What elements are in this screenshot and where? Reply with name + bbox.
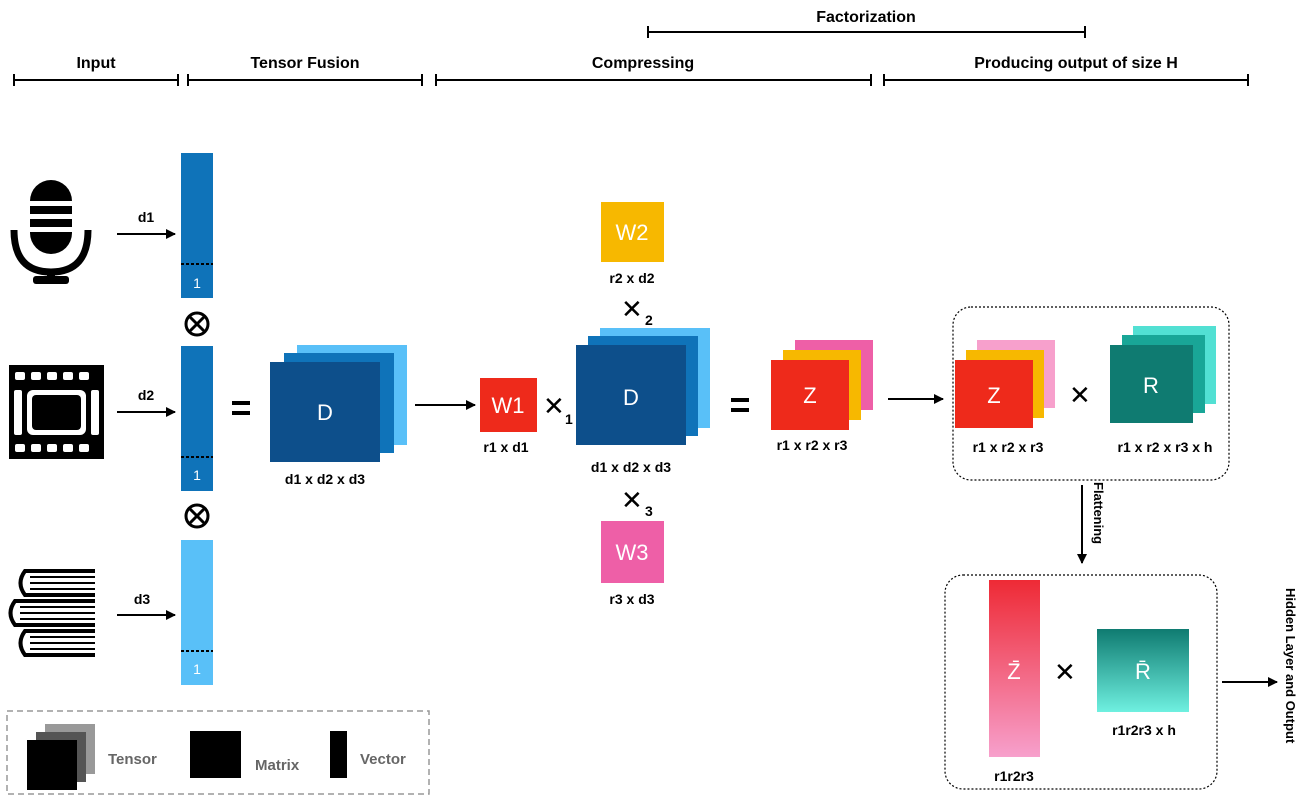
audio-dim-label: d1 xyxy=(138,209,155,225)
mode-1-subscript: 1 xyxy=(565,411,573,427)
legend-tensor-label: Tensor xyxy=(108,751,157,768)
factorization-bracket xyxy=(647,26,1086,38)
w2-label: W2 xyxy=(616,220,649,245)
compressing-header: Compressing xyxy=(592,55,694,72)
w1-dims: r1 x d1 xyxy=(483,439,528,455)
r-tensor-label: R xyxy=(1143,373,1159,398)
tensor-fusion-header: Tensor Fusion xyxy=(250,55,359,72)
output-z-dims: r1 x r2 x r3 xyxy=(973,439,1044,455)
legend-matrix-label: Matrix xyxy=(255,757,300,774)
tensor-product-symbol xyxy=(184,311,210,337)
text-dim-label: d3 xyxy=(134,591,151,607)
output-z-tensor: Z xyxy=(955,340,1055,428)
fused-tensor-label: D xyxy=(317,400,333,425)
w3-label: W3 xyxy=(616,540,649,565)
compress-tensor-label: D xyxy=(623,385,639,410)
section-headers: Factorization Input Tensor Fusion Compre… xyxy=(13,9,1249,86)
text-vector-one: 1 xyxy=(193,661,201,677)
legend-box xyxy=(6,710,430,795)
svg-text:✕: ✕ xyxy=(621,485,643,515)
audio-vector-one: 1 xyxy=(193,275,201,291)
factorization-header: Factorization xyxy=(816,9,916,26)
w3-dims: r3 x d3 xyxy=(609,591,654,607)
mode-3-subscript: 3 xyxy=(645,503,653,519)
multiply-sign: ✕ xyxy=(1069,380,1091,410)
text-vector: 1 xyxy=(181,540,213,685)
z-tensor-dims: r1 x r2 x r3 xyxy=(777,437,848,453)
mode-2-product: ✕ 2 xyxy=(621,294,653,328)
legend-tensor-icon xyxy=(27,724,95,790)
equals-sign xyxy=(232,401,250,415)
mode-2-subscript: 2 xyxy=(645,312,653,328)
r-bar-dims: r1r2r3 x h xyxy=(1112,722,1176,738)
w1-matrix: W1 xyxy=(480,378,537,432)
fused-tensor-d: D xyxy=(270,345,407,462)
flattening-label: Flattening xyxy=(1091,482,1106,544)
mode-3-product: ✕ 3 xyxy=(621,485,653,519)
header-brackets xyxy=(13,74,1249,86)
z-bar-dims: r1r2r3 xyxy=(994,768,1034,784)
tensor-product-symbol xyxy=(184,503,210,529)
video-dim-label: d2 xyxy=(138,387,155,403)
r-bar-matrix: R̄ xyxy=(1097,629,1189,712)
r-tensor: R xyxy=(1110,326,1216,423)
z-bar-label: Z̄ xyxy=(1007,659,1020,684)
svg-text:✕: ✕ xyxy=(621,294,643,324)
flattened-output-box xyxy=(944,574,1218,790)
z-bar-matrix: Z̄ xyxy=(989,580,1040,757)
w1-label: W1 xyxy=(492,393,525,418)
equals-sign xyxy=(731,398,749,412)
r-tensor-dims: r1 x r2 x r3 x h xyxy=(1118,439,1213,455)
books-icon xyxy=(8,569,95,657)
w2-dims: r2 x d2 xyxy=(609,270,654,286)
compress-tensor-d: D xyxy=(576,328,710,445)
w3-matrix: W3 xyxy=(601,521,664,583)
z-tensor: Z xyxy=(771,340,873,430)
compress-tensor-dims: d1 x d2 x d3 xyxy=(591,459,671,475)
film-strip-icon xyxy=(9,365,104,459)
video-vector: 1 xyxy=(181,346,213,491)
video-vector-one: 1 xyxy=(193,467,201,483)
output-z-label: Z xyxy=(987,383,1000,408)
r-bar-label: R̄ xyxy=(1135,659,1151,684)
fused-tensor-dims: d1 x d2 x d3 xyxy=(285,471,365,487)
mode-1-product: ✕ 1 xyxy=(543,391,573,427)
legend-vector-icon xyxy=(330,731,347,778)
w2-matrix: W2 xyxy=(601,202,664,262)
hidden-layer-output-label: Hidden Layer and Output xyxy=(1283,588,1298,744)
legend-matrix-icon xyxy=(190,731,241,778)
legend-vector-label: Vector xyxy=(360,751,406,768)
z-tensor-label: Z xyxy=(803,383,816,408)
multiply-sign: ✕ xyxy=(1054,657,1076,687)
microphone-icon xyxy=(10,180,92,284)
input-header: Input xyxy=(76,55,116,72)
factorization-output-box xyxy=(952,306,1230,481)
audio-vector: 1 xyxy=(181,153,213,298)
producing-header: Producing output of size H xyxy=(974,55,1178,72)
svg-text:✕: ✕ xyxy=(543,391,565,421)
